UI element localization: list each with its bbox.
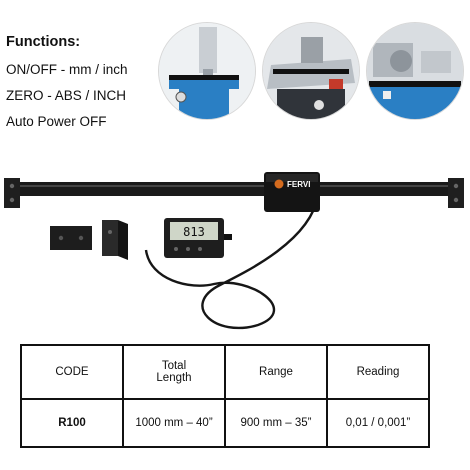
milling-machine-photo [158, 22, 256, 120]
brand-logo: FERVI [287, 180, 310, 189]
mounting-plate [50, 226, 92, 250]
functions-title: Functions: [6, 34, 81, 50]
digital-display: 813 [164, 218, 232, 258]
header-code: CODE [20, 344, 124, 400]
functions-list: Functions: ON/OFF - mm / inch ZERO - ABS… [6, 34, 176, 140]
cell-total-length: 1000 mm – 40” [122, 398, 226, 448]
header-total-length: Total Length [122, 344, 226, 400]
header-total-length-label: Total Length [156, 360, 192, 384]
table-header-row: CODE Total Length Range Reading [20, 344, 430, 400]
table-saw-photo [262, 22, 360, 120]
linear-scale [4, 178, 464, 208]
cell-reading: 0,01 / 0,001” [326, 398, 430, 448]
spec-table: CODE Total Length Range Reading R100 100… [20, 344, 430, 448]
display-readout: 813 [183, 225, 205, 239]
lathe-photo [366, 22, 464, 120]
header-range: Range [224, 344, 328, 400]
function-zero: ZERO - ABS / INCH [6, 88, 127, 103]
cable [144, 195, 320, 330]
table-row: R100 1000 mm – 40” 900 mm – 35” 0,01 / 0… [20, 398, 430, 448]
header-reading: Reading [326, 344, 430, 400]
product-illustration: FERVI 813 [4, 172, 464, 330]
function-autopower: Auto Power OFF [6, 114, 107, 129]
reading-head: FERVI [264, 172, 320, 212]
angle-bracket [102, 220, 128, 260]
cell-code: R100 [20, 398, 124, 448]
function-onoff: ON/OFF - mm / inch [6, 62, 128, 77]
cell-range: 900 mm – 35” [224, 398, 328, 448]
